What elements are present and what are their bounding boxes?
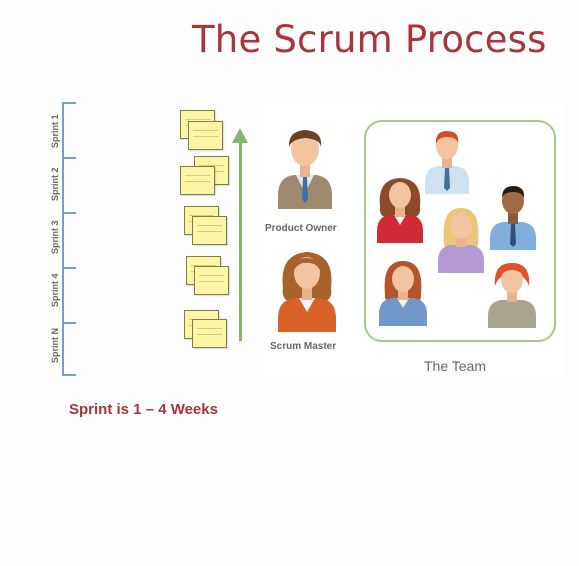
sprint-label: Sprint 4 [50,273,60,307]
scrum-master-label: Scrum Master [270,341,337,352]
up-arrow-icon [232,128,248,143]
team-member-icon [377,178,423,243]
sprint-label: Sprint 1 [50,114,60,148]
slide-title: The Scrum Process [192,18,547,61]
team-member-icon [438,208,484,273]
timeline-axis [62,102,64,374]
timeline-tick [62,102,76,104]
sticky-note-icon [192,319,227,348]
team-member-icon [488,263,536,328]
timeline-tick [62,212,76,214]
sprint-label: Sprint N [50,328,60,363]
product-owner-label: Product Owner [265,223,337,234]
team-member-icon [379,261,427,326]
team-member-icon [425,131,469,194]
timeline-tick [62,374,76,376]
timeline-tick [62,322,76,324]
sticky-note-icon [188,121,223,150]
team-label: The Team [424,358,486,374]
up-arrow-shaft [239,141,242,341]
sticky-note-icon [192,216,227,245]
sprint-timeline: Sprint 1 Sprint 2 Sprint 3 Sprint 4 Spri… [40,96,80,381]
product-owner-icon [278,130,332,209]
sprint-length-note: Sprint is 1 – 4 Weeks [69,401,218,418]
timeline-tick [62,267,76,269]
sticky-note-icon [180,166,215,195]
team-member-icon [490,186,536,250]
sprint-label: Sprint 3 [50,220,60,254]
sprint-label: Sprint 2 [50,167,60,201]
scrum-master-icon [278,252,336,332]
sticky-notes [178,108,238,353]
timeline-tick [62,157,76,159]
sticky-note-icon [194,266,229,295]
